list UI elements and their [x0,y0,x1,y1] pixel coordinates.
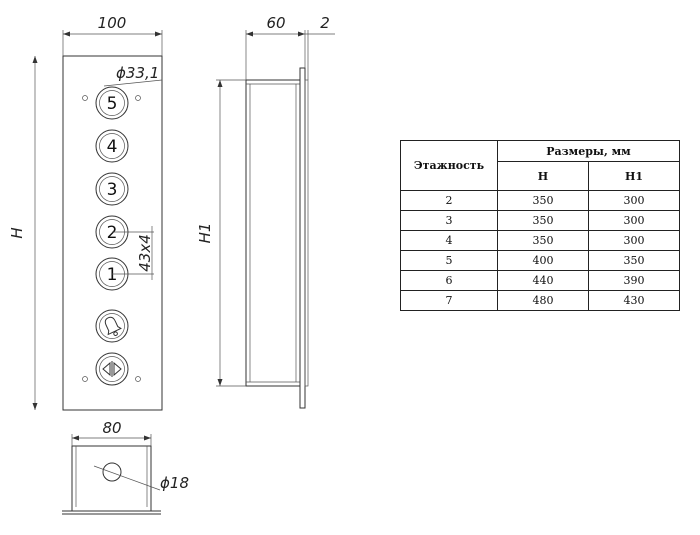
table-cell: 300 [588,210,680,231]
floors-header: Этажность [400,140,498,191]
table-cell: 350 [497,230,589,251]
table-cell: 350 [497,190,589,211]
button-pitch-dimension: 43х4 [136,234,154,272]
dimensions-table: Этажность Размеры, мм H H1 2 350 300 3 3… [400,140,680,311]
door-button [95,352,129,386]
front-view: 5 4 3 2 1 [8,14,163,411]
table-cell: 5 [400,250,498,271]
button-diameter-dimension: ϕ33,1 [116,64,159,82]
table-cell: 480 [497,290,589,311]
mounting-hole [135,376,141,382]
table-row: 4 350 300 [400,230,680,251]
table-cell: 6 [400,270,498,291]
bottom-box-outline [71,445,152,512]
floor-button-label: 5 [107,94,118,114]
table-cell: 7 [400,290,498,311]
plate-thickness-dimension: 2 [320,14,330,32]
table-cell: 4 [400,230,498,251]
cable-hole [102,462,122,482]
table-cell: 2 [400,190,498,211]
bottom-width-dimension: 80 [102,419,121,437]
box-height-dimension: H1 [196,223,214,244]
table-cell: 440 [497,270,589,291]
bell-icon [104,316,122,337]
floor-button-label: 2 [107,223,118,243]
floor-button-label: 4 [107,137,118,157]
table-cell: 400 [497,250,589,271]
mounting-hole [82,376,88,382]
door-open-close-icon [102,361,122,377]
box-depth-dimension: 60 [266,14,285,32]
table-row: 6 440 390 [400,270,680,291]
side-view: H1 60 2 [196,14,335,409]
hole-diameter-dimension: ϕ18 [160,474,189,492]
bell-button [95,309,129,343]
table-row: 7 480 430 [400,290,680,311]
bottom-view: 80 ϕ18 [62,419,189,515]
mounting-hole [135,95,141,101]
table-cell: 430 [588,290,680,311]
floor-button-label: 1 [107,265,118,285]
table-cell: 350 [588,250,680,271]
panel-width-dimension: 100 [98,14,127,32]
mounting-hole [82,95,88,101]
floor-button-4: 4 [95,129,129,163]
side-box-outline [245,79,301,387]
table-cell: 300 [588,230,680,251]
floor-button-5: 5 [95,86,129,120]
table-cell: 300 [588,190,680,211]
panel-height-dimension: H [8,227,26,238]
front-plate-profile [299,67,306,409]
table-cell: 390 [588,270,680,291]
table-row: 2 350 300 [400,190,680,211]
table-cell: 350 [497,210,589,231]
floor-button-label: 3 [107,180,118,200]
floor-button-3: 3 [95,172,129,206]
front-panel-outline [62,55,163,411]
table-row: 3 350 300 [400,210,680,231]
sizes-header: Размеры, мм [497,140,680,162]
h1-header: H1 [588,161,680,191]
table-cell: 3 [400,210,498,231]
h-header: H [497,161,589,191]
table-row: 5 400 350 [400,250,680,271]
